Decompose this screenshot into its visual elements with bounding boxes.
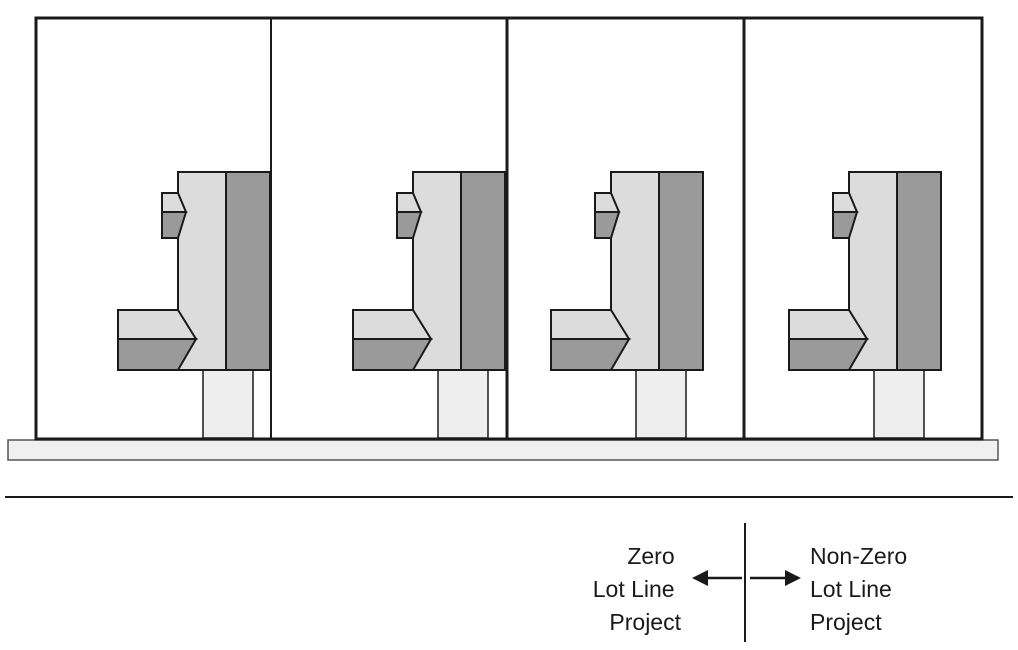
dark-wall [896, 171, 942, 371]
upper-overhang-bottom [396, 211, 423, 239]
right-arrow-icon [750, 570, 801, 586]
nonzero-label-line-2: Lot Line [810, 576, 892, 602]
zero-label-line-2: Lot Line [593, 576, 675, 602]
lower-overhang-bottom [550, 338, 631, 371]
zero-label-line-3: Project [609, 609, 681, 635]
left-arrow-icon [692, 570, 742, 586]
nonzero-label-line-1: Non-Zero [810, 543, 907, 569]
nonzero-lot-line-label: Non-Zero Lot Line Project [810, 543, 914, 635]
foundation [437, 369, 489, 439]
upper-overhang-bottom [832, 211, 859, 239]
ground-strip [7, 439, 999, 461]
lower-overhang-bottom [117, 338, 198, 371]
foundation [202, 369, 254, 439]
zero-lot-line-label: Zero Lot Line Project [593, 543, 682, 635]
dark-wall [658, 171, 704, 371]
upper-overhang-bottom [161, 211, 188, 239]
lower-overhang-bottom [788, 338, 869, 371]
zero-label-line-1: Zero [627, 543, 674, 569]
dark-wall [460, 171, 506, 371]
upper-overhang-bottom [594, 211, 621, 239]
foundation [873, 369, 925, 439]
building-2 [352, 171, 506, 439]
lower-overhang-bottom [352, 338, 433, 371]
nonzero-label-line-3: Project [810, 609, 882, 635]
foundation [635, 369, 687, 439]
building-1 [117, 171, 271, 439]
building-4 [788, 171, 942, 439]
building-3 [550, 171, 704, 439]
dark-wall [225, 171, 271, 371]
